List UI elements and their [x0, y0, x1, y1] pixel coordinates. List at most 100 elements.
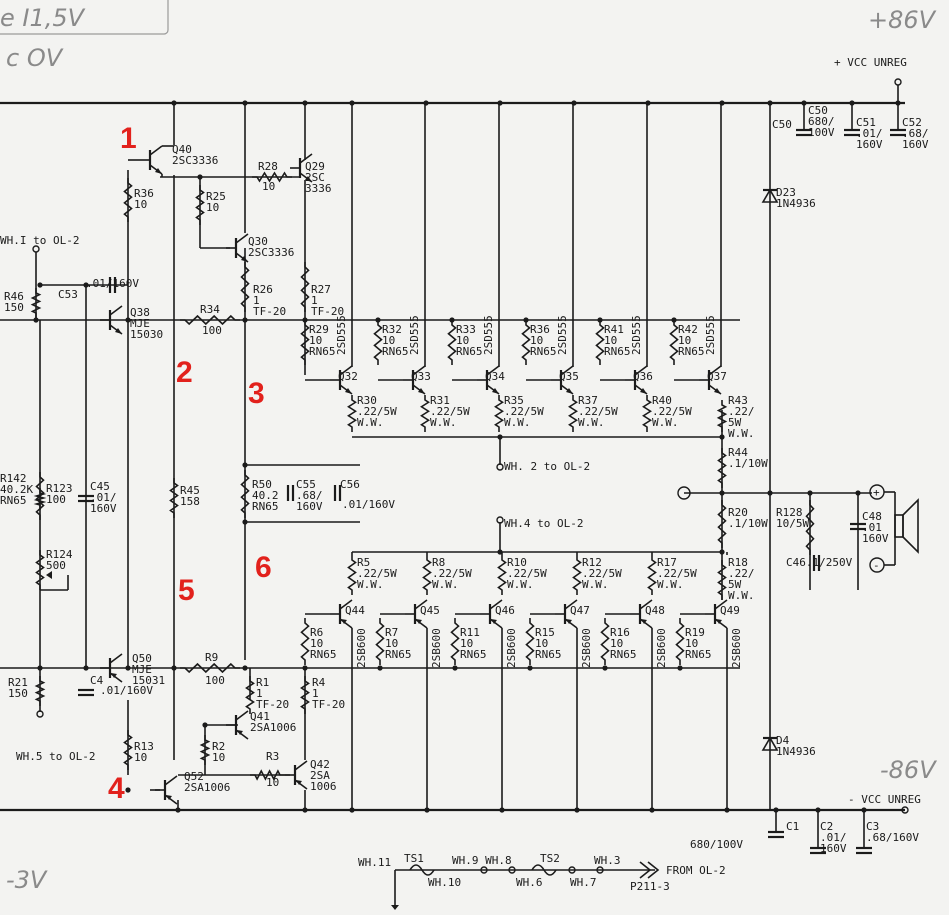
q30-symbol: [235, 233, 249, 244]
r43-label: 5W: [728, 416, 742, 429]
q34-symbol: [486, 365, 500, 376]
svg-text:+: +: [873, 486, 880, 499]
connector-labels: WH.I to OL-2 WH.5 to OL-2 WH. 2 to OL-2 …: [0, 234, 590, 763]
junction-dot: [202, 722, 208, 728]
r27-label: 1: [311, 294, 318, 307]
r32-resistor: [373, 320, 383, 365]
q34-symbol-arrow: [492, 388, 499, 394]
q36-label: Q36: [633, 370, 653, 383]
junction-dot: [302, 100, 308, 106]
r12-label: R12: [582, 556, 602, 569]
q50-label: 15031: [132, 674, 165, 687]
r36-label: RN65: [530, 345, 557, 358]
c50-label: C50: [808, 104, 828, 117]
junction-dot: [719, 100, 725, 106]
q29-symbol-arrow: [305, 176, 312, 182]
q38-symbol-arrow: [115, 328, 122, 334]
r3-resistor: [250, 769, 285, 781]
q32-symbol: [339, 365, 353, 376]
junction-dot: [377, 665, 383, 671]
q46-type: 2SB600: [505, 628, 518, 668]
c45-label: 160V: [90, 502, 117, 515]
junction-dot: [719, 490, 725, 496]
vcc-pos-label: + VCC UNREG: [834, 56, 907, 69]
wh3-label: WH.3: [594, 854, 621, 867]
q50-label: MJE: [132, 663, 152, 676]
r9-value: 100: [205, 674, 225, 687]
c4-value: .01/160V: [100, 684, 153, 697]
r10-resistor: [497, 555, 507, 595]
c1-name: C1: [786, 820, 799, 833]
q47-symbol: [564, 599, 578, 610]
junction-dot: [242, 100, 248, 106]
r40-resistor: [642, 395, 652, 432]
r27-label: R27: [311, 283, 331, 296]
r128-label: 10/5W: [776, 517, 809, 530]
ts1-label: TS1: [404, 852, 424, 865]
r4-resistor: [300, 676, 310, 714]
c51-label: C51: [856, 116, 876, 129]
q52-label: 2SA1006: [184, 781, 230, 794]
q47-type: 2SB600: [580, 628, 593, 668]
junction-dot: [855, 490, 861, 496]
r11-resistor: [450, 618, 460, 665]
junction-dot: [645, 100, 651, 106]
discrete-parts: Q402SC3336R3610R2810Q292SC3336R2510Q302S…: [0, 103, 929, 855]
c1-value: 680/100V: [690, 838, 743, 851]
q46-label: Q46: [495, 604, 515, 617]
c56-value: .01/160V: [342, 498, 395, 511]
r1-label: R1: [256, 676, 269, 689]
q48-type: 2SB600: [655, 628, 668, 668]
r34-label: R34: [200, 303, 220, 316]
upper-output-stages: R2910RN65Q322SD555R30.22/5WW.W.R3210RN65…: [300, 103, 727, 432]
vcc-neg-label: - VCC UNREG: [848, 793, 921, 806]
junction-dot: [571, 100, 577, 106]
r37-label: W.W.: [578, 416, 605, 429]
junction-dot: [719, 549, 725, 555]
q37-symbol-arrow: [714, 388, 721, 394]
junction-dot: [423, 100, 429, 106]
junction-dot: [527, 665, 533, 671]
q44-label: Q44: [345, 604, 365, 617]
handwritten-note-2: c OV: [6, 44, 64, 72]
q49-label: Q49: [720, 604, 740, 617]
p211-label: P211-3: [630, 880, 670, 893]
output-test-point: [677, 486, 691, 500]
r18-label: W.W.: [728, 589, 755, 602]
d23-diode: [761, 188, 779, 203]
wh10-label: WH.10: [428, 876, 461, 889]
marker-1: 1: [120, 122, 137, 155]
c48-label: .01: [862, 521, 882, 534]
q40-label: 2SC3336: [172, 154, 218, 167]
junction-dot: [497, 100, 503, 106]
r44-resistor: [717, 448, 727, 488]
q36-symbol: [634, 365, 648, 376]
r35-label: .22/5W: [504, 405, 544, 418]
r8-label: R8: [432, 556, 445, 569]
wh5-label: WH.5 to OL-2: [16, 750, 95, 763]
q33-type: 2SD555: [408, 315, 421, 355]
q42-label: 1006: [310, 780, 337, 793]
speaker-icon: + -: [869, 484, 919, 573]
r15-resistor: [525, 618, 535, 665]
r45-label: 158: [180, 495, 200, 508]
q38-label: Q38: [130, 306, 150, 319]
q42-label: 2SA: [310, 769, 330, 782]
q45-symbol: [414, 599, 428, 610]
r3-value: 10: [266, 776, 279, 789]
r18-label: 5W: [728, 578, 742, 591]
q33-label: Q33: [411, 370, 431, 383]
junction-dot: [242, 317, 248, 323]
vcc-pos-terminal: [894, 78, 902, 86]
r6-label: RN65: [310, 648, 337, 661]
wh2-label: WH. 2 to OL-2: [504, 460, 590, 473]
c56-name: C56: [340, 478, 360, 491]
q35-label: Q35: [559, 370, 579, 383]
r36-label: R36: [530, 323, 550, 336]
r41-label: RN65: [604, 345, 631, 358]
r17-label: R17: [657, 556, 677, 569]
